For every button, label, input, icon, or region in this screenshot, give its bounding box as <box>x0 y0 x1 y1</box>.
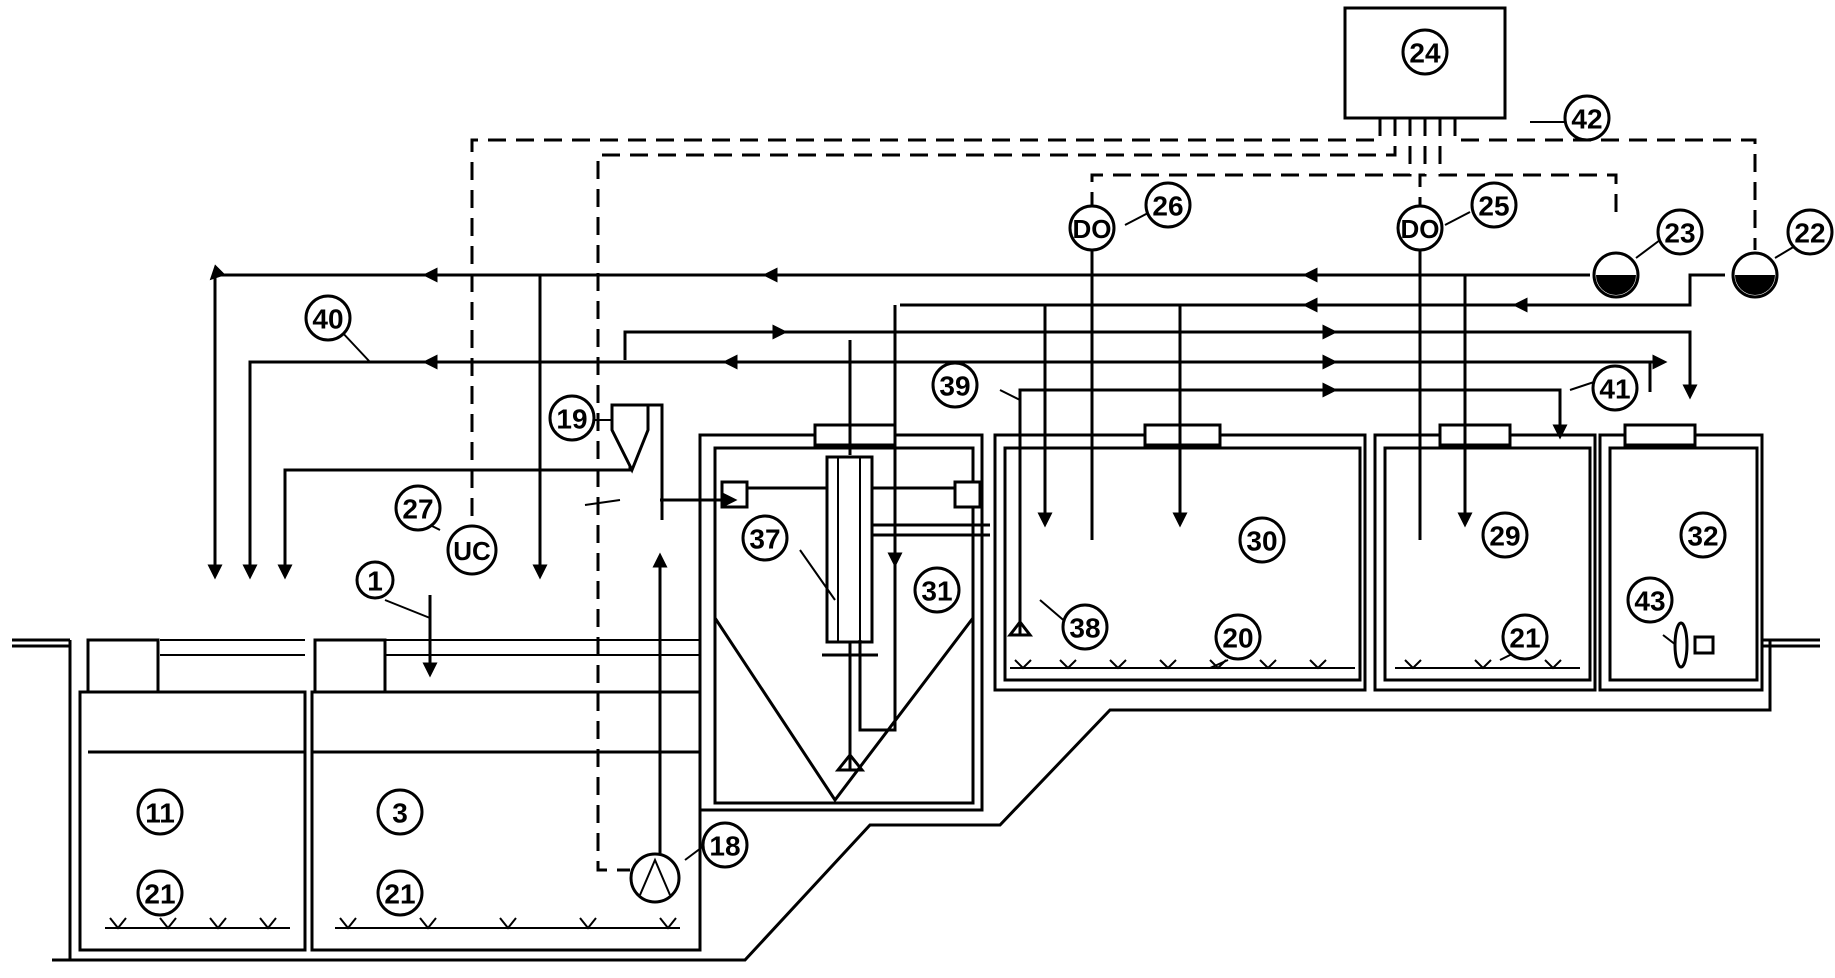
svg-text:32: 32 <box>1687 521 1718 552</box>
label-42: 42 <box>1563 94 1611 142</box>
svg-text:37: 37 <box>749 524 780 555</box>
label-21-tank11: 21 <box>136 869 184 917</box>
label-40: 40 <box>304 294 352 342</box>
label-39: 39 <box>931 361 979 409</box>
label-43: 43 <box>1626 576 1674 624</box>
label-32: 32 <box>1679 511 1727 559</box>
label-22: 22 <box>1786 208 1834 256</box>
svg-text:23: 23 <box>1664 218 1695 249</box>
svg-text:22: 22 <box>1794 218 1825 249</box>
do-sensor-a-text: DO <box>1073 214 1112 244</box>
svg-text:1: 1 <box>367 566 383 597</box>
svg-text:21: 21 <box>144 879 175 910</box>
svg-text:20: 20 <box>1222 623 1253 654</box>
do-sensor-b-text: DO <box>1401 214 1440 244</box>
svg-text:41: 41 <box>1599 374 1630 405</box>
label-24: 24 <box>1401 28 1449 76</box>
do-sensor-b: DO <box>1396 204 1444 252</box>
svg-text:27: 27 <box>402 494 433 525</box>
label-41: 41 <box>1591 364 1639 412</box>
pump-18 <box>629 852 681 904</box>
svg-text:40: 40 <box>312 304 343 335</box>
foundation-outline <box>12 638 1820 962</box>
svg-text:21: 21 <box>384 879 415 910</box>
reactor-37 <box>822 340 990 772</box>
tank-11 <box>78 638 307 952</box>
pump-22 <box>1731 251 1779 299</box>
label-21-tank3: 21 <box>376 869 424 917</box>
svg-text:31: 31 <box>921 576 952 607</box>
label-30: 30 <box>1238 516 1286 564</box>
label-27: 27 <box>394 484 442 532</box>
pump-23 <box>1592 251 1640 299</box>
tank-32 <box>1598 423 1764 692</box>
tank-3 <box>310 638 702 952</box>
svg-text:39: 39 <box>939 371 970 402</box>
uc-sensor: UC <box>446 524 498 576</box>
svg-text:3: 3 <box>392 798 408 829</box>
label-31: 31 <box>913 566 961 614</box>
svg-text:38: 38 <box>1069 613 1100 644</box>
tank-29 <box>1373 423 1597 692</box>
label-1: 1 <box>355 560 395 600</box>
label-21-tank29: 21 <box>1501 613 1549 661</box>
cyclone-19 <box>610 403 664 520</box>
label-37: 37 <box>741 514 789 562</box>
svg-text:18: 18 <box>709 831 740 862</box>
svg-text:11: 11 <box>145 798 175 829</box>
svg-text:19: 19 <box>556 404 587 435</box>
svg-text:43: 43 <box>1634 586 1665 617</box>
svg-text:42: 42 <box>1571 104 1602 135</box>
stirrer-43 <box>1673 621 1715 669</box>
label-25: 25 <box>1470 181 1518 229</box>
label-29: 29 <box>1481 511 1529 559</box>
process-pipes <box>207 210 1725 870</box>
label-11: 11 <box>136 788 184 836</box>
label-23: 23 <box>1656 208 1704 256</box>
uc-sensor-text: UC <box>453 536 491 566</box>
svg-text:24: 24 <box>1409 38 1441 69</box>
svg-text:25: 25 <box>1478 191 1509 222</box>
do-sensor-a: DO <box>1068 204 1116 252</box>
svg-text:29: 29 <box>1489 521 1520 552</box>
svg-text:30: 30 <box>1246 526 1277 557</box>
label-38: 38 <box>1061 603 1109 651</box>
svg-text:26: 26 <box>1152 191 1183 222</box>
label-20: 20 <box>1214 613 1262 661</box>
label-18: 18 <box>701 821 749 869</box>
signal-lines <box>470 118 1757 872</box>
label-26: 26 <box>1144 181 1192 229</box>
svg-text:21: 21 <box>1509 623 1540 654</box>
label-3: 3 <box>376 788 424 836</box>
label-19: 19 <box>548 394 596 442</box>
